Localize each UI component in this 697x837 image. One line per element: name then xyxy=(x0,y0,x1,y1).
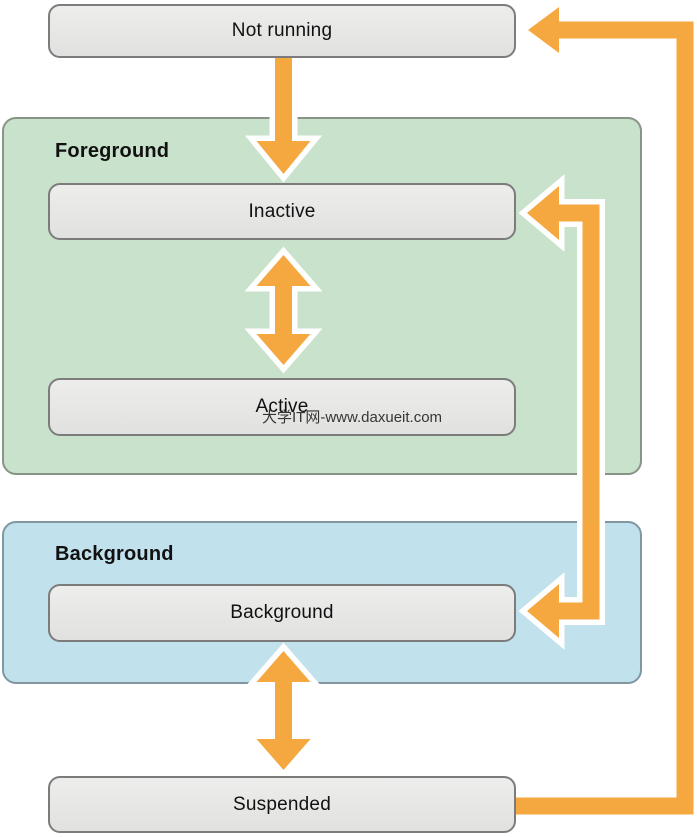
node-background: Background xyxy=(48,584,516,642)
foreground-group-title: Foreground xyxy=(55,140,170,162)
node-not-running-label: Not running xyxy=(231,20,333,41)
background-group-title: Background xyxy=(55,543,174,565)
node-suspended: Suspended xyxy=(48,776,516,833)
node-inactive: Inactive xyxy=(48,183,516,240)
node-inactive-label: Inactive xyxy=(248,200,316,222)
node-not-running: Not running xyxy=(48,4,516,58)
arrow-suspended-to-not-running-head xyxy=(528,7,559,53)
node-active: Active xyxy=(48,378,516,436)
node-background-label: Background xyxy=(230,602,334,623)
node-suspended-label: Suspended xyxy=(233,793,331,815)
node-active-label: Active xyxy=(255,396,309,417)
